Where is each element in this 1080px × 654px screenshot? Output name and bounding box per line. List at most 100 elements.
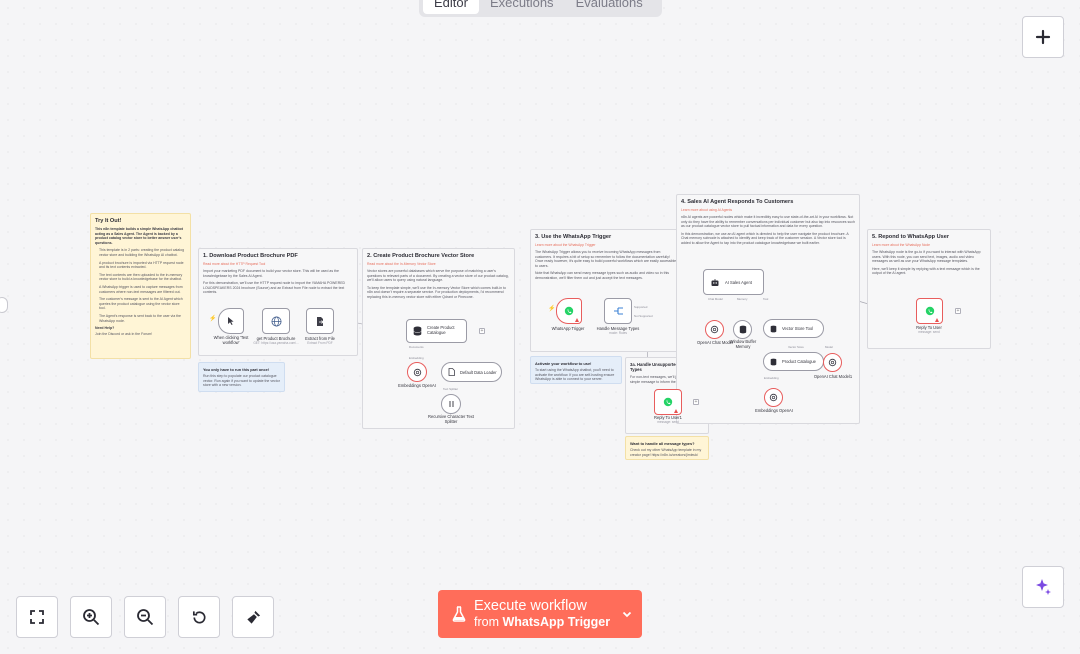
node-label: Create Product Catalogue xyxy=(427,325,455,335)
execute-workflow-text: Execute workflow from WhatsApp Trigger xyxy=(474,598,610,630)
sticky-link[interactable]: Read more about the HTTP Request Tool xyxy=(203,262,266,266)
node-sublabel: message: send xyxy=(918,330,940,334)
switch-router-icon xyxy=(613,307,623,315)
node-label: WhatsApp Trigger xyxy=(551,326,585,331)
sticky-text: Vector stores are powerful databases whi… xyxy=(367,269,509,283)
node-manual-trigger[interactable] xyxy=(218,308,244,334)
sticky-help-text: Join the Discord or ask in the Forum! xyxy=(95,331,153,336)
sticky-bullet: The text contents are then uploaded to t… xyxy=(99,272,183,282)
tab-evaluations[interactable]: Evaluations xyxy=(575,0,643,10)
node-extract-from-file[interactable] xyxy=(306,308,334,334)
plus-icon xyxy=(1035,29,1051,45)
openai-icon xyxy=(413,368,421,376)
execute-workflow-button[interactable]: Execute workflow from WhatsApp Trigger xyxy=(438,590,642,638)
connection-label-embedding: Embedding xyxy=(764,376,779,380)
sticky-title: 2. Create Product Brochure Vector Store xyxy=(367,253,475,259)
sticky-text: Here, we'll keep it simple by replying w… xyxy=(872,266,980,276)
left-panel-handle[interactable] xyxy=(0,297,8,313)
document-loader-icon xyxy=(448,368,455,376)
node-openai-chat-model1[interactable] xyxy=(823,353,842,372)
reset-zoom-icon xyxy=(192,610,205,623)
zoom-out-icon xyxy=(137,609,154,626)
sticky-link[interactable]: Learn more about the WhatsApp Trigger xyxy=(535,243,596,247)
sticky-text: Import your marketing PDF document to bu… xyxy=(203,269,339,278)
node-label: Reply To User xyxy=(916,325,942,330)
sticky-text: For non-text messages, we'll just reply … xyxy=(630,375,700,384)
sticky-try-it-out[interactable]: Try It Out! This n8n template builds a s… xyxy=(90,213,191,359)
trigger-bolt-icon: ⚡ xyxy=(548,306,556,312)
node-embeddings-openai[interactable] xyxy=(407,362,427,382)
node-label: Reply To User1 xyxy=(654,415,682,420)
sticky-text: Run this step to populate our product ca… xyxy=(203,374,280,388)
node-window-buffer-memory[interactable] xyxy=(733,320,752,339)
tidy-up-button[interactable] xyxy=(232,596,274,638)
file-extract-icon xyxy=(317,316,324,326)
sticky-link[interactable]: Learn more about using AI Agents xyxy=(681,208,733,212)
fit-view-button[interactable] xyxy=(16,596,58,638)
sticky-section-3a-tip[interactable]: Want to handle all message types? Check … xyxy=(625,436,709,460)
node-label: Default Data Loader xyxy=(460,369,497,375)
add-connection-button[interactable]: + xyxy=(479,328,485,334)
whatsapp-icon xyxy=(663,397,673,407)
sticky-title: 3. Use the WhatsApp Trigger xyxy=(535,234,612,240)
execute-from-node: WhatsApp Trigger xyxy=(502,615,611,629)
node-create-product-catalogue[interactable]: Create Product Catalogue xyxy=(406,319,467,343)
node-default-data-loader[interactable]: Default Data Loader xyxy=(441,362,502,382)
connection-label-memory: Memory xyxy=(737,297,748,301)
node-product-catalogue[interactable]: Product Catalogue xyxy=(763,352,824,371)
node-openai-chat-model[interactable] xyxy=(705,320,724,339)
sticky-section-5[interactable]: 5. Repond to WhatsApp User Learn more ab… xyxy=(867,229,991,349)
reset-zoom-button[interactable] xyxy=(178,596,220,638)
zoom-in-button[interactable] xyxy=(70,596,112,638)
sticky-text: The WhatsApp node is the go-to if you wa… xyxy=(872,250,981,264)
node-embeddings-openai-2[interactable] xyxy=(764,388,783,407)
sticky-link[interactable]: Learn more about the WhatsApp Node xyxy=(872,243,931,247)
sticky-link[interactable]: Read more about the In-Memory Vector Sto… xyxy=(367,262,436,266)
node-ai-sales-agent[interactable]: AI Sales Agent xyxy=(703,269,764,295)
node-label: Extract from File xyxy=(305,336,335,341)
node-vector-store-tool[interactable]: Vector Store Tool xyxy=(763,319,824,338)
connection-label-tool: Tool xyxy=(763,297,769,301)
sticky-section-1-tip[interactable]: You only have to run this part once! Run… xyxy=(198,362,285,392)
openai-icon xyxy=(769,393,778,402)
fit-view-icon xyxy=(30,610,44,624)
sticky-section-2[interactable]: 2. Create Product Brochure Vector Store … xyxy=(362,248,515,429)
sticky-section-4[interactable]: 4. Sales AI Agent Responds To Customers … xyxy=(676,194,860,424)
sticky-title: You only have to run this part once! xyxy=(203,367,270,372)
tab-executions[interactable]: Executions xyxy=(489,0,554,10)
openai-icon xyxy=(710,325,719,334)
sticky-section-3[interactable]: 3. Use the WhatsApp Trigger Learn more a… xyxy=(530,229,682,352)
execute-options-button[interactable] xyxy=(612,590,642,638)
sticky-text: Note that WhatsApp can send many message… xyxy=(535,271,670,280)
add-node-button[interactable] xyxy=(1022,16,1064,58)
tab-editor[interactable]: Editor xyxy=(423,0,479,14)
connection-label-text-splitter: Text Splitter xyxy=(443,387,459,391)
sticky-text: For this demonstration, we'll use the HT… xyxy=(203,281,346,295)
sticky-text: Check out my other WhatsApp template in … xyxy=(630,448,702,457)
sticky-text: To start using the WhatsApp chatbot, you… xyxy=(535,368,615,382)
execute-workflow-sub: from WhatsApp Trigger xyxy=(474,614,610,630)
ai-assistant-button[interactable] xyxy=(1022,566,1064,608)
database-icon xyxy=(770,325,777,332)
node-http-request[interactable] xyxy=(262,308,290,334)
connection-label-documents: Documents xyxy=(409,345,424,349)
add-connection-button[interactable]: + xyxy=(955,308,961,314)
flask-icon xyxy=(452,606,466,622)
zoom-out-button[interactable] xyxy=(124,596,166,638)
zoom-in-icon xyxy=(83,609,100,626)
execute-from-prefix: from xyxy=(474,615,499,629)
sticky-bullet: The customer's message is sent to the AI… xyxy=(99,297,183,311)
sticky-title: 5. Repond to WhatsApp User xyxy=(872,234,950,240)
globe-icon xyxy=(271,316,281,326)
add-connection-button[interactable]: + xyxy=(693,399,699,405)
node-text-splitter[interactable] xyxy=(441,394,461,414)
sticky-text: n8n AI agents are powerful nodes which m… xyxy=(681,215,855,229)
sticky-section-1[interactable]: 1. Download Product Brochure PDF Read mo… xyxy=(198,248,358,356)
sticky-title: 4. Sales AI Agent Responds To Customers xyxy=(681,199,794,205)
node-label: Window Buffer Memory xyxy=(729,339,757,349)
sticky-bullet: This template is in 2 parts: creating th… xyxy=(99,248,185,257)
node-handle-message-types[interactable] xyxy=(604,298,632,324)
sticky-title: 1. Download Product Brochure PDF xyxy=(203,253,298,259)
sticky-section-3-tip[interactable]: Activate your workflow to use! To start … xyxy=(530,356,622,384)
